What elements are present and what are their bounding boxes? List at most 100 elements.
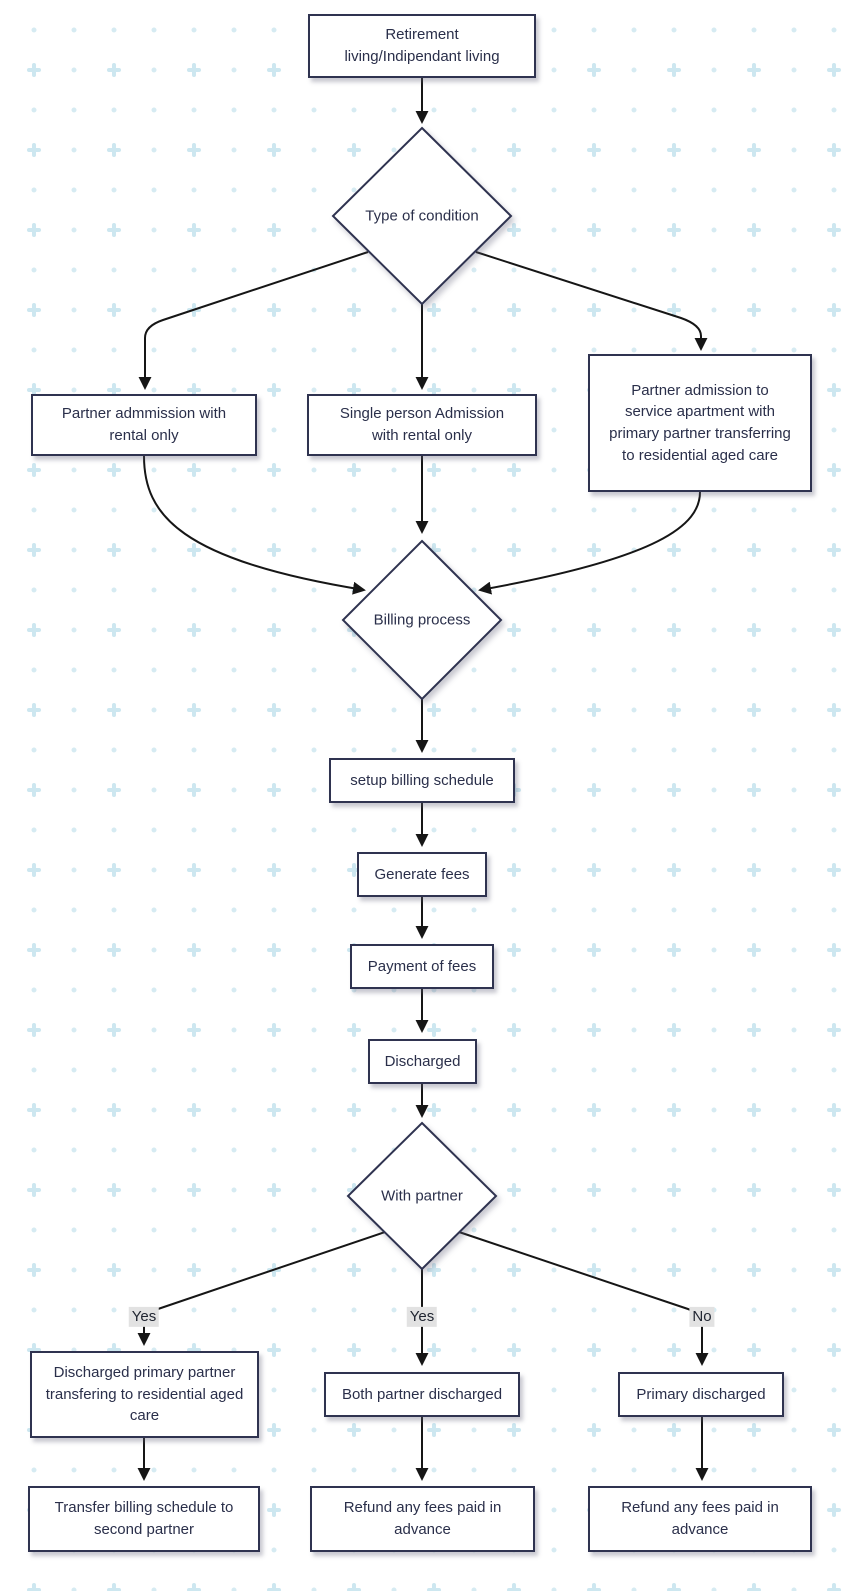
- pattern-dot-icon: [151, 587, 157, 593]
- pattern-plus-icon: [587, 143, 601, 157]
- pattern-dot-icon: [71, 707, 77, 713]
- pattern-dot-icon: [111, 907, 117, 913]
- pattern-dot-icon: [791, 267, 797, 273]
- pattern-plus-icon: [827, 703, 841, 717]
- pattern-plus-icon: [267, 143, 281, 157]
- pattern-dot-icon: [391, 387, 397, 393]
- pattern-dot-icon: [231, 627, 237, 633]
- pattern-dot-icon: [151, 987, 157, 993]
- pattern-dot-icon: [271, 587, 277, 593]
- pattern-plus-icon: [427, 1423, 441, 1437]
- pattern-dot-icon: [471, 907, 477, 913]
- pattern-dot-icon: [151, 787, 157, 793]
- pattern-dot-icon: [71, 667, 77, 673]
- pattern-dot-icon: [551, 707, 557, 713]
- pattern-plus-icon: [187, 1103, 201, 1117]
- pattern-dot-icon: [31, 1467, 37, 1473]
- pattern-plus-icon: [587, 1343, 601, 1357]
- pattern-plus-icon: [667, 1263, 681, 1277]
- pattern-plus-icon: [827, 543, 841, 557]
- pattern-dot-icon: [71, 507, 77, 513]
- pattern-plus-icon: [107, 943, 121, 957]
- pattern-dot-icon: [351, 507, 357, 513]
- pattern-dot-icon: [311, 387, 317, 393]
- pattern-dot-icon: [831, 347, 837, 353]
- pattern-dot-icon: [151, 1187, 157, 1193]
- pattern-dot-icon: [711, 1347, 717, 1353]
- node-discharged-primary-transferring: Discharged primary partner transfering t…: [30, 1351, 259, 1438]
- pattern-dot-icon: [311, 1227, 317, 1233]
- pattern-dot-icon: [551, 147, 557, 153]
- pattern-plus-icon: [747, 223, 761, 237]
- pattern-dot-icon: [111, 1227, 117, 1233]
- pattern-dot-icon: [631, 27, 637, 33]
- pattern-dot-icon: [351, 1147, 357, 1153]
- pattern-dot-icon: [71, 467, 77, 473]
- pattern-dot-icon: [551, 547, 557, 553]
- pattern-plus-icon: [827, 1023, 841, 1037]
- pattern-dot-icon: [511, 827, 517, 833]
- pattern-dot-icon: [471, 1227, 477, 1233]
- pattern-dot-icon: [471, 1107, 477, 1113]
- pattern-plus-icon: [507, 1103, 521, 1117]
- pattern-dot-icon: [431, 1467, 437, 1473]
- pattern-dot-icon: [831, 27, 837, 33]
- pattern-dot-icon: [751, 907, 757, 913]
- pattern-plus-icon: [187, 1263, 201, 1277]
- pattern-dot-icon: [631, 1307, 637, 1313]
- pattern-dot-icon: [671, 907, 677, 913]
- pattern-dot-icon: [151, 1267, 157, 1273]
- pattern-plus-icon: [27, 863, 41, 877]
- pattern-dot-icon: [711, 907, 717, 913]
- pattern-dot-icon: [511, 1467, 517, 1473]
- pattern-dot-icon: [751, 187, 757, 193]
- pattern-dot-icon: [151, 1027, 157, 1033]
- pattern-dot-icon: [671, 747, 677, 753]
- pattern-plus-icon: [507, 223, 521, 237]
- pattern-plus-icon: [427, 303, 441, 317]
- pattern-dot-icon: [591, 27, 597, 33]
- pattern-dot-icon: [791, 707, 797, 713]
- pattern-dot-icon: [231, 867, 237, 873]
- pattern-dot-icon: [831, 507, 837, 513]
- pattern-dot-icon: [791, 1227, 797, 1233]
- pattern-dot-icon: [351, 1227, 357, 1233]
- pattern-plus-icon: [667, 863, 681, 877]
- pattern-dot-icon: [831, 187, 837, 193]
- pattern-dot-icon: [431, 747, 437, 753]
- pattern-dot-icon: [191, 827, 197, 833]
- node-discharged: Discharged: [368, 1039, 477, 1084]
- pattern-dot-icon: [671, 667, 677, 673]
- pattern-plus-icon: [107, 1263, 121, 1277]
- pattern-plus-icon: [827, 1103, 841, 1117]
- pattern-dot-icon: [311, 1387, 317, 1393]
- pattern-plus-icon: [667, 303, 681, 317]
- pattern-dot-icon: [631, 507, 637, 513]
- pattern-dot-icon: [751, 1067, 757, 1073]
- pattern-dot-icon: [31, 107, 37, 113]
- pattern-dot-icon: [831, 1467, 837, 1473]
- pattern-dot-icon: [791, 1187, 797, 1193]
- pattern-dot-icon: [311, 1307, 317, 1313]
- pattern-plus-icon: [107, 1183, 121, 1197]
- pattern-dot-icon: [711, 1427, 717, 1433]
- decision-type-of-condition-label: Type of condition: [365, 207, 479, 225]
- pattern-plus-icon: [507, 1263, 521, 1277]
- pattern-dot-icon: [511, 907, 517, 913]
- pattern-plus-icon: [27, 223, 41, 237]
- pattern-plus-icon: [27, 1343, 41, 1357]
- pattern-dot-icon: [31, 267, 37, 273]
- pattern-dot-icon: [551, 1107, 557, 1113]
- pattern-dot-icon: [551, 1227, 557, 1233]
- pattern-dot-icon: [671, 587, 677, 593]
- pattern-dot-icon: [271, 27, 277, 33]
- pattern-plus-icon: [827, 863, 841, 877]
- pattern-dot-icon: [311, 707, 317, 713]
- pattern-dot-icon: [551, 267, 557, 273]
- pattern-dot-icon: [711, 747, 717, 753]
- pattern-plus-icon: [827, 223, 841, 237]
- pattern-plus-icon: [507, 1423, 521, 1437]
- pattern-dot-icon: [31, 667, 37, 673]
- pattern-plus-icon: [747, 1423, 761, 1437]
